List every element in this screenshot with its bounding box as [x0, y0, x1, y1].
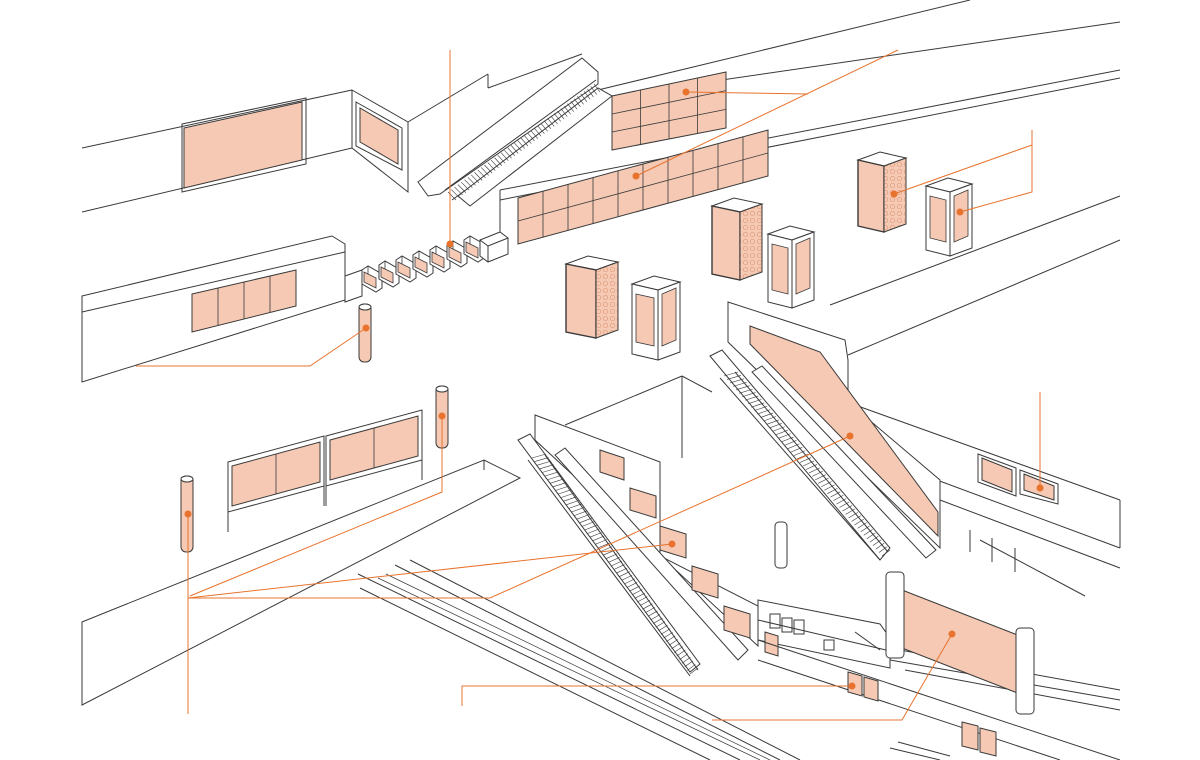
right-escalator: [709, 301, 941, 561]
ticket-hall-lightbox: [191, 269, 297, 333]
callout-dot: [848, 682, 856, 690]
upper-wall-ads: [181, 71, 769, 333]
callout-dot: [184, 510, 192, 518]
right-wall-frames: [977, 453, 1059, 505]
platform-floor-ad: [847, 671, 863, 697]
ticket-gates: [344, 235, 485, 303]
platform-edge: [757, 639, 1121, 760]
callout-dot: [682, 88, 690, 96]
platform-billboard: [774, 521, 1035, 715]
callout-dot: [956, 208, 964, 216]
wall-billboard: [183, 101, 303, 189]
track-bed: [357, 559, 801, 760]
callout-dot: [1036, 484, 1044, 492]
callout-dot: [362, 324, 370, 332]
callout-dot: [632, 172, 640, 180]
ticket-machine: [479, 231, 509, 263]
corner-wall-ad: [359, 107, 399, 165]
escalator-panel-ads: [599, 449, 751, 639]
mid-level-structure: [81, 375, 1121, 706]
digital-kiosks: [564, 151, 974, 361]
callout-dot: [438, 412, 446, 420]
callout-dot: [668, 540, 676, 548]
concourse-billboards: [227, 409, 423, 532]
left-escalator: [517, 414, 759, 677]
digital-video-wall-top: [611, 71, 727, 151]
callout-dot: [948, 630, 956, 638]
train: [757, 599, 891, 669]
callout-dot: [846, 432, 854, 440]
callout-lines: [136, 49, 1044, 721]
callout-dot: [446, 240, 454, 248]
callout-dot: [890, 190, 898, 198]
escalator-side-ad-banner: [749, 325, 939, 538]
